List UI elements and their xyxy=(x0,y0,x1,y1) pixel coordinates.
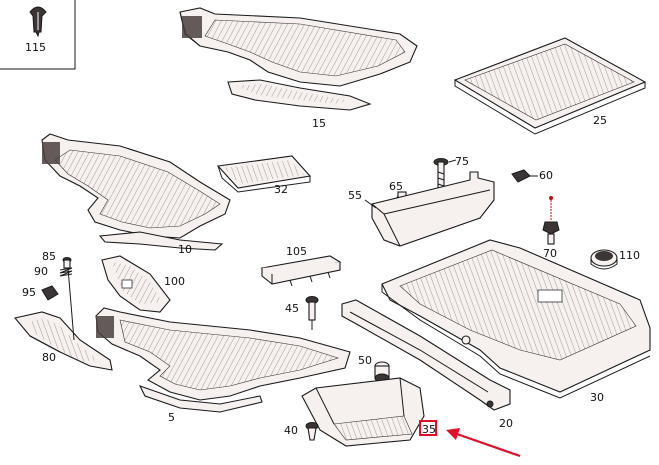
callout-30[interactable]: 30 xyxy=(590,391,604,404)
part-32-floor-mat[interactable] xyxy=(216,155,312,193)
callout-32[interactable]: 32 xyxy=(274,183,288,196)
callout-60[interactable]: 60 xyxy=(539,169,553,182)
part-50-bushing[interactable] xyxy=(374,361,390,383)
callout-70[interactable]: 70 xyxy=(543,247,557,260)
callout-75[interactable]: 75 xyxy=(455,155,469,168)
callout-90[interactable]: 90 xyxy=(34,265,48,278)
callout-100[interactable]: 100 xyxy=(164,275,185,288)
callout-40[interactable]: 40 xyxy=(284,424,298,437)
callout-115[interactable]: 115 xyxy=(25,41,46,54)
part-85-clip[interactable] xyxy=(62,257,72,269)
callout-50[interactable]: 50 xyxy=(358,354,372,367)
part-20-crossmember[interactable] xyxy=(341,299,511,411)
part-105-strip[interactable] xyxy=(260,255,342,287)
callout-95[interactable]: 95 xyxy=(22,286,36,299)
part-100-cover[interactable] xyxy=(101,255,171,313)
part-10-floor-mat[interactable] xyxy=(41,133,231,251)
callout-5[interactable]: 5 xyxy=(168,411,175,424)
part-70-bolt[interactable] xyxy=(542,196,560,245)
part-55-bracket[interactable] xyxy=(364,171,495,247)
callout-80[interactable]: 80 xyxy=(42,351,56,364)
part-110-grommet[interactable] xyxy=(590,249,618,270)
callout-20[interactable]: 20 xyxy=(499,417,513,430)
part-15-floor-mat[interactable] xyxy=(179,7,418,111)
part-45-bolt[interactable] xyxy=(305,296,319,331)
callout-25[interactable]: 25 xyxy=(593,114,607,127)
callout-45[interactable]: 45 xyxy=(285,302,299,315)
part-85-leader xyxy=(67,267,75,341)
part-90-spring[interactable] xyxy=(59,267,73,277)
callout-110[interactable]: 110 xyxy=(619,249,640,262)
callout-55[interactable]: 55 xyxy=(348,189,362,202)
callout-10[interactable]: 10 xyxy=(178,243,192,256)
part-35-step-tray[interactable] xyxy=(301,377,425,447)
callout-15[interactable]: 15 xyxy=(312,117,326,130)
selected-part-highlight xyxy=(419,420,437,436)
part-60-clip[interactable] xyxy=(511,169,538,183)
part-95-clip[interactable] xyxy=(41,285,59,301)
part-25-floor-mat[interactable] xyxy=(453,37,647,135)
part-30-cargo-floor[interactable] xyxy=(381,239,651,399)
part-80-panel[interactable] xyxy=(13,311,113,371)
callout-35[interactable]: 35 xyxy=(422,423,436,436)
highlight-arrow-icon xyxy=(446,428,521,458)
part-40-clip[interactable] xyxy=(305,422,319,441)
part-5-floor-mat[interactable] xyxy=(95,307,351,413)
callout-85[interactable]: 85 xyxy=(42,250,56,263)
callout-105[interactable]: 105 xyxy=(286,245,307,258)
part-115-inset-box xyxy=(0,0,76,70)
callout-65[interactable]: 65 xyxy=(389,180,403,193)
